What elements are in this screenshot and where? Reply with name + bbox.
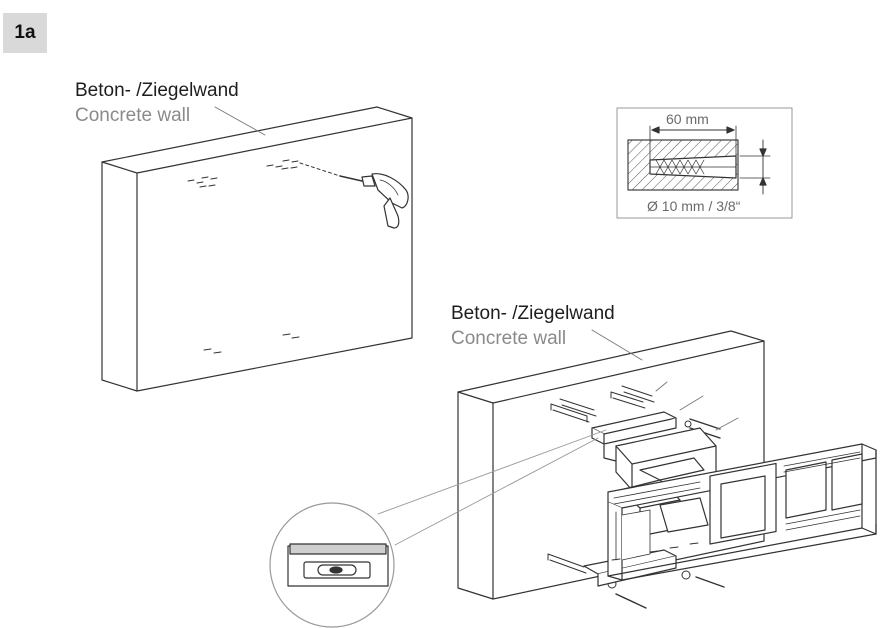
- wall-top-leader: [214, 106, 266, 136]
- step-badge: 1a: [3, 13, 47, 53]
- bottom-wall: [457, 329, 765, 600]
- drill-depth-label: 60 mm: [666, 111, 709, 127]
- step-label: 1a: [14, 22, 36, 43]
- spirit-level-magnifier: [269, 429, 607, 628]
- wall-bottom-label-en: Concrete wall: [451, 328, 567, 349]
- drill-detail: [616, 107, 793, 219]
- top-wall: [101, 106, 413, 392]
- drill-diameter-label: Ø 10 mm / 3/8“: [647, 198, 741, 214]
- drill-holes: [187, 159, 341, 354]
- wall-bottom-label-de: Beton- /Ziegelwand: [451, 303, 615, 324]
- tv-bracket: [607, 443, 877, 581]
- wall-top-label-en: Concrete wall: [75, 105, 191, 126]
- drill-icon: [339, 173, 409, 229]
- wall-top-label-de: Beton- /Ziegelwand: [75, 80, 239, 101]
- wall-bottom-leader: [591, 329, 643, 361]
